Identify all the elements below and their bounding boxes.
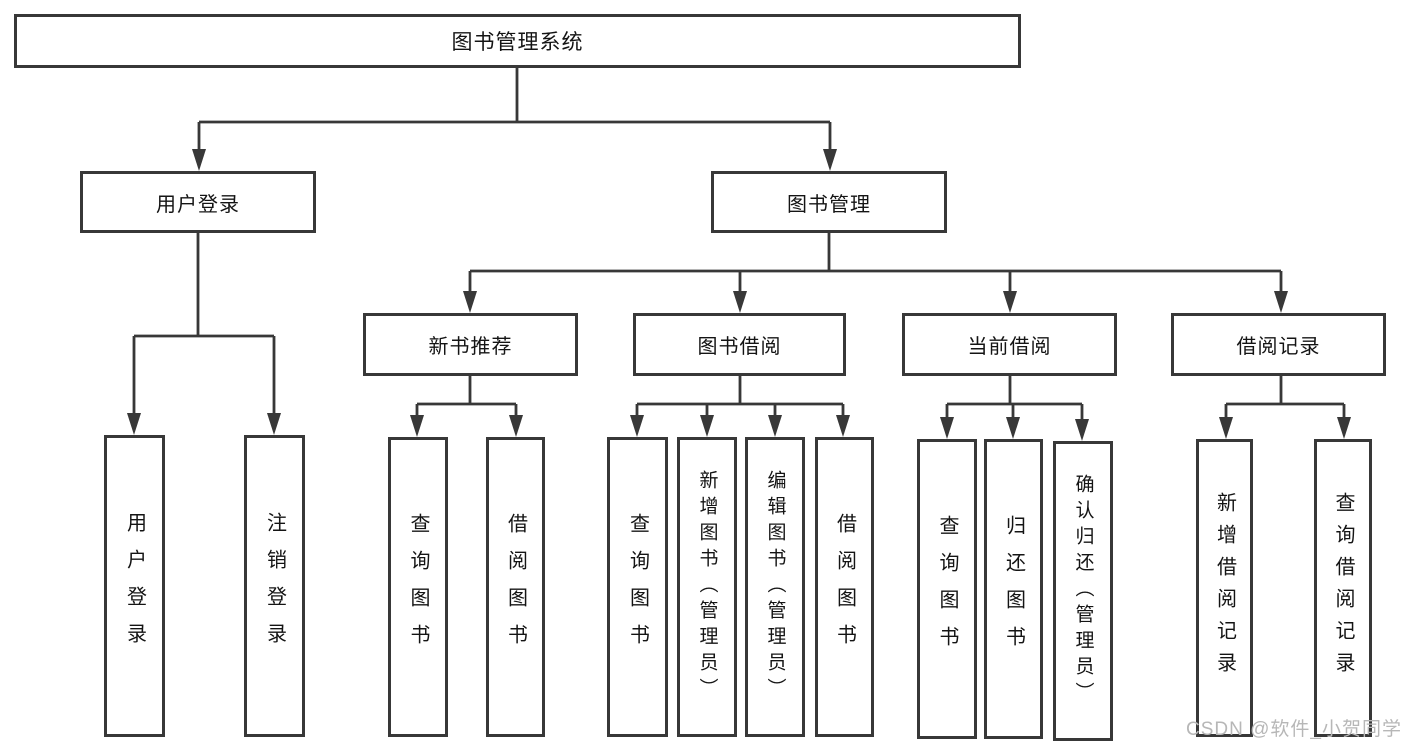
- node-book-management-label: 图书管理: [787, 193, 871, 216]
- leaf-borrow-books-borrowing: 借阅图书: [815, 437, 874, 737]
- leaf-edit-books-admin-label: 编辑图书（管理员）: [764, 470, 786, 704]
- leaf-query-books-borrowing-label: 查询图书: [626, 513, 649, 661]
- node-book-borrowing: 图书借阅: [633, 313, 846, 376]
- leaf-logout: 注销登录: [244, 435, 305, 737]
- leaf-confirm-return-admin: 确认归还（管理员）: [1053, 441, 1113, 741]
- leaf-return-books-label: 归还图书: [1002, 515, 1025, 663]
- node-user-login: 用户登录: [80, 171, 316, 233]
- node-borrowing-records-label: 借阅记录: [1236, 336, 1321, 358]
- node-root-label: 图书管理系统: [451, 31, 584, 54]
- leaf-return-books: 归还图书: [984, 439, 1043, 739]
- node-book-management: 图书管理: [711, 171, 947, 233]
- leaf-query-books-current-label: 查询图书: [936, 515, 958, 663]
- leaf-confirm-return-admin-label: 确认归还（管理员）: [1072, 474, 1094, 708]
- leaf-query-borrow-record-label: 查询借阅记录: [1332, 492, 1354, 684]
- leaf-add-borrow-record-label: 新增借阅记录: [1213, 492, 1236, 684]
- leaf-user-login-label: 用户登录: [123, 512, 146, 660]
- leaf-logout-label: 注销登录: [263, 512, 286, 660]
- node-user-login-label: 用户登录: [156, 193, 240, 216]
- leaf-add-books-admin-label: 新增图书（管理员）: [696, 470, 718, 704]
- leaf-add-borrow-record: 新增借阅记录: [1196, 439, 1253, 737]
- leaf-borrow-books-recommend: 借阅图书: [486, 437, 545, 737]
- leaf-query-books-recommend-label: 查询图书: [407, 513, 429, 661]
- node-current-borrowing: 当前借阅: [902, 313, 1117, 376]
- leaf-borrow-books-recommend-label: 借阅图书: [504, 513, 527, 661]
- node-borrowing-records: 借阅记录: [1171, 313, 1386, 376]
- leaf-edit-books-admin: 编辑图书（管理员）: [745, 437, 805, 737]
- node-new-book-recommend: 新书推荐: [363, 313, 578, 376]
- leaf-user-login: 用户登录: [104, 435, 165, 737]
- leaf-query-books-current: 查询图书: [917, 439, 977, 739]
- csdn-watermark: CSDN @软件_小贺同学: [1186, 719, 1402, 740]
- node-book-borrowing-label: 图书借阅: [697, 336, 782, 358]
- leaf-query-books-recommend: 查询图书: [388, 437, 448, 737]
- leaf-add-books-admin: 新增图书（管理员）: [677, 437, 737, 737]
- leaf-borrow-books-borrowing-label: 借阅图书: [833, 513, 856, 661]
- node-root-library-management-system: 图书管理系统: [14, 14, 1021, 68]
- leaf-query-books-borrowing: 查询图书: [607, 437, 668, 737]
- node-new-book-recommend-label: 新书推荐: [428, 336, 513, 358]
- node-current-borrowing-label: 当前借阅: [967, 336, 1052, 358]
- leaf-query-borrow-record: 查询借阅记录: [1314, 439, 1372, 737]
